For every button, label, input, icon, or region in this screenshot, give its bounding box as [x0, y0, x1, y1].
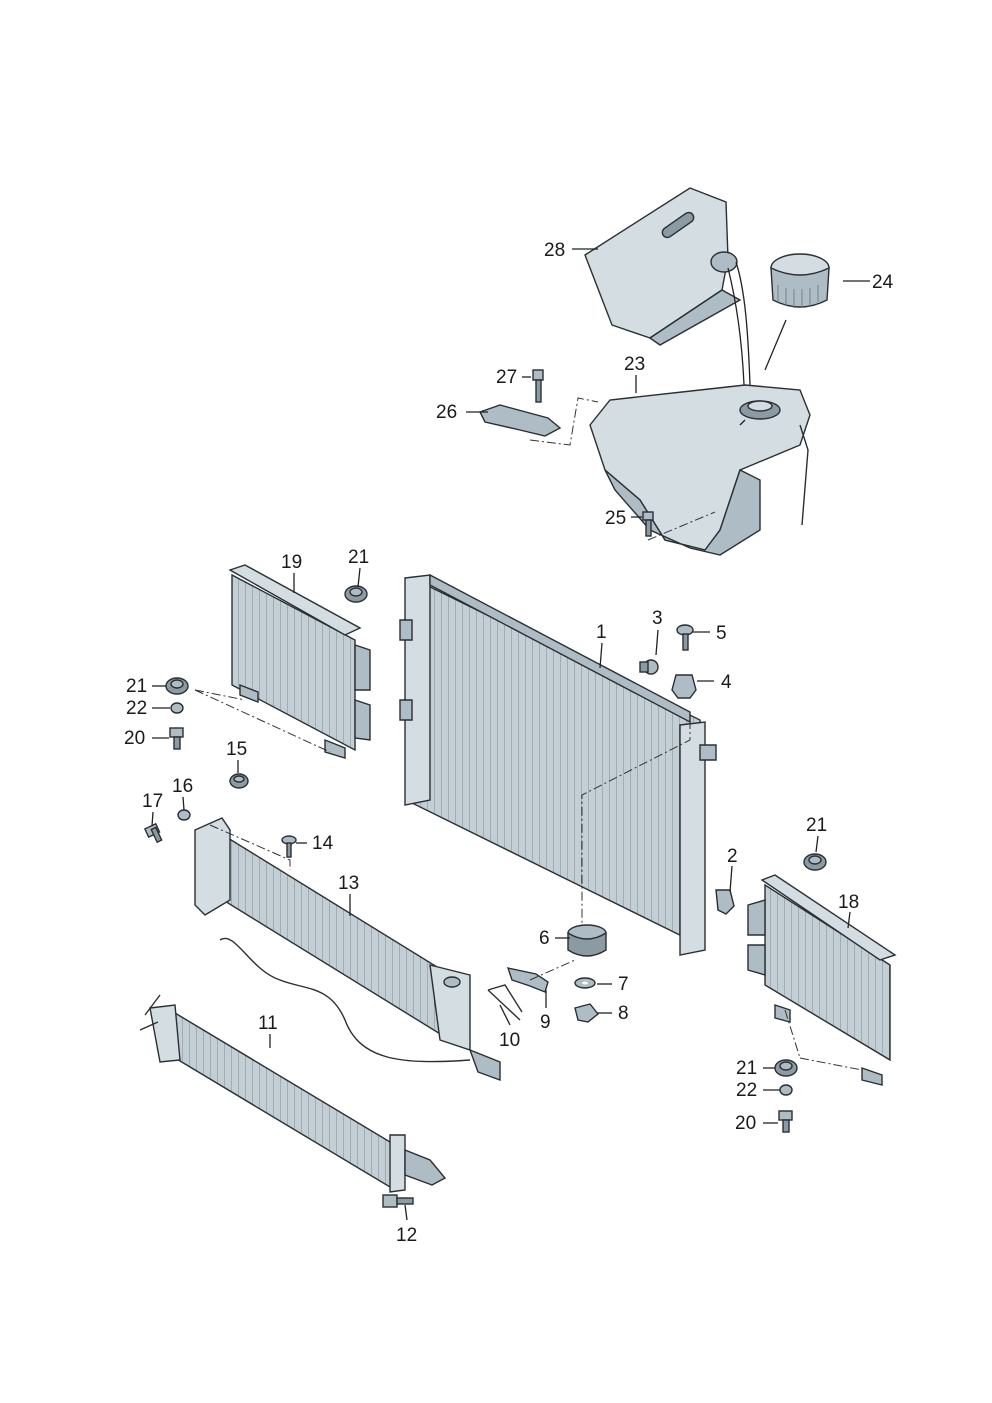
part-14-screw	[281, 835, 297, 858]
part-5-screw	[676, 624, 694, 651]
callout-22a: 22	[126, 698, 147, 719]
assembly-line-18	[784, 1009, 863, 1071]
part-1-radiator	[399, 573, 717, 956]
callout-9: 9	[540, 1012, 551, 1033]
callout-26: 26	[436, 402, 457, 423]
part-17-bolt	[143, 822, 163, 844]
callout-20b: 20	[735, 1113, 756, 1134]
part-6-rubber-mount	[567, 924, 607, 957]
callout-6: 6	[539, 928, 550, 949]
part-27-bolt	[532, 369, 544, 403]
part-26-tank-bracket	[479, 404, 562, 437]
part-21-rubber-mount-a	[344, 585, 368, 603]
part-20-bolt-b	[778, 1110, 793, 1133]
part-8-clip	[574, 1003, 599, 1023]
callout-21d: 21	[736, 1058, 757, 1079]
callout-22b: 22	[736, 1080, 757, 1101]
callout-11: 11	[258, 1013, 278, 1034]
assembly-line-13	[209, 824, 291, 870]
callout-2: 2	[727, 846, 738, 867]
callout-25: 25	[605, 508, 626, 529]
callout-labels: 1 2 3 4 5 6 7 8 9 10 11 12 13 14 15 16 1…	[124, 240, 894, 1246]
part-21-rubber-mount-d	[774, 1059, 798, 1077]
part-21-rubber-mount-c	[803, 853, 827, 871]
assembly-line-radiator	[581, 720, 691, 925]
callout-21b: 21	[126, 676, 147, 697]
callout-14: 14	[312, 833, 334, 854]
part-7-washer	[574, 977, 596, 989]
callout-21a: 21	[348, 547, 369, 568]
part-9-bracket	[506, 967, 549, 993]
callout-5: 5	[716, 623, 727, 644]
callout-27: 27	[496, 367, 517, 388]
callout-4: 4	[721, 672, 732, 693]
assembly-line-26	[529, 397, 599, 446]
callout-13: 13	[338, 873, 359, 894]
part-16-nut	[177, 809, 191, 821]
assembly-line-9	[529, 959, 576, 981]
callout-12: 12	[396, 1225, 417, 1246]
callout-1: 1	[596, 622, 607, 643]
callout-16: 16	[172, 776, 193, 797]
callout-23: 23	[624, 354, 645, 375]
part-19-auxiliary-cooler	[228, 564, 371, 759]
part-10-spring-clip	[487, 984, 523, 1021]
part-22-nut-b	[779, 1084, 793, 1096]
part-23-expansion-tank	[589, 384, 811, 556]
callout-20a: 20	[124, 728, 145, 749]
part-3-plug	[639, 659, 659, 675]
part-11-lower-cooler	[139, 994, 447, 1193]
callout-10: 10	[499, 1030, 520, 1051]
part-18-auxiliary-cooler	[747, 874, 897, 1086]
callout-18: 18	[838, 892, 859, 913]
part-2-clip	[715, 889, 735, 915]
part-4-clip	[671, 674, 697, 699]
assembly-line-19	[194, 689, 331, 753]
callout-21c: 21	[806, 815, 827, 836]
part-24-filler-cap	[770, 253, 830, 308]
part-22-nut-a	[170, 702, 184, 714]
callout-8: 8	[618, 1003, 629, 1024]
callout-3: 3	[652, 608, 663, 629]
part-28-coolant-canister	[584, 187, 751, 386]
callout-24: 24	[872, 272, 894, 293]
part-15-rubber-mount	[229, 773, 249, 789]
callout-15: 15	[226, 739, 247, 760]
leader-lines	[151, 248, 870, 1221]
part-12-bolt	[382, 1194, 414, 1208]
callout-28: 28	[544, 240, 565, 261]
assembly-line-25	[647, 511, 716, 541]
callout-17: 17	[142, 791, 163, 812]
part-13-oil-cooler	[194, 817, 501, 1081]
part-25-bolt	[642, 511, 654, 537]
callout-19: 19	[281, 552, 302, 573]
part-20-bolt-a	[169, 727, 184, 750]
callout-7: 7	[618, 974, 629, 995]
part-21-rubber-mount-b	[165, 677, 189, 695]
